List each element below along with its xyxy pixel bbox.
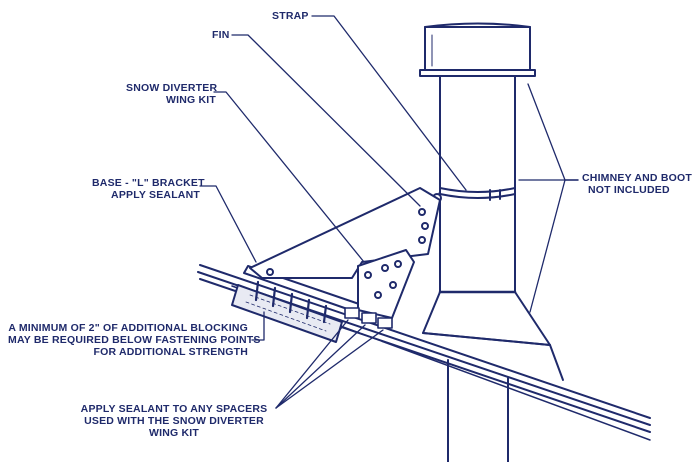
blocking-line-2: MAY BE REQUIRED BELOW FASTENING POINTS <box>8 334 261 346</box>
snow-diverter-line-2: WING KIT <box>165 94 216 106</box>
spacers-line-3: WING KIT <box>148 427 199 439</box>
wing-kit-plate <box>357 249 415 319</box>
snow-diverter-line-1: SNOW DIVERTER <box>126 82 218 94</box>
blocking-line-3: FOR ADDITIONAL STRENGTH <box>93 346 248 358</box>
spacers-line-2: USED WITH THE SNOW DIVERTER <box>84 415 264 427</box>
chimney-boot-line-2: NOT INCLUDED <box>588 184 670 196</box>
spacers-label: APPLY SEALANT TO ANY SPACERS USED WITH T… <box>76 403 272 439</box>
strap <box>432 187 516 203</box>
blocking-line-1: A MINIMUM OF 2" OF ADDITIONAL BLOCKING <box>8 322 248 334</box>
strap-label: STRAP <box>272 10 309 22</box>
fin-label: FIN <box>212 29 230 41</box>
fasteners <box>254 280 328 324</box>
spacers-line-1: APPLY SEALANT TO ANY SPACERS <box>80 403 268 415</box>
leader-lines <box>199 15 579 409</box>
snow-diverter-label: SNOW DIVERTER WING KIT <box>126 82 218 106</box>
base-bracket-line-2: APPLY SEALANT <box>111 189 200 201</box>
chimney-boot-label: CHIMNEY AND BOOT NOT INCLUDED <box>582 172 692 196</box>
spacers <box>344 307 393 329</box>
chimney-boot <box>422 290 564 381</box>
blocking-label: A MINIMUM OF 2" OF ADDITIONAL BLOCKING M… <box>8 322 261 358</box>
base-bracket-line-1: BASE - "L" BRACKET <box>92 177 205 189</box>
chimney-cap <box>419 22 536 77</box>
base-bracket-label: BASE - "L" BRACKET APPLY SEALANT <box>92 177 205 201</box>
chimney-boot-line-1: CHIMNEY AND BOOT <box>582 172 692 184</box>
chimney-pipe <box>439 74 516 462</box>
